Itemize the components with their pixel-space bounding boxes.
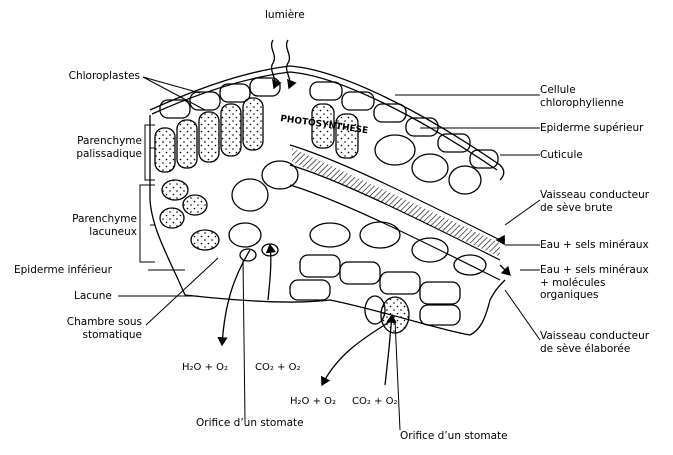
gas-label-h2o-right: H₂O + O₂ xyxy=(290,396,336,407)
cuticle-line xyxy=(149,65,505,181)
label-eau-sels: Eau + sels minéraux xyxy=(540,239,649,251)
label-orifice-stomate-2: Orifice d’un stomate xyxy=(400,430,508,442)
label-vaisseau-seve-brute: Vaisseau conducteur de sève brute xyxy=(540,189,649,214)
label-parenchyme-palissadique: Parenchyme palissadique xyxy=(20,135,142,160)
palisade-cells xyxy=(154,97,359,173)
label-parenchyme-lacuneux: Parenchyme lacuneux xyxy=(20,213,137,238)
upper-epidermis-cells xyxy=(159,77,499,169)
spongy-cells xyxy=(159,134,487,276)
label-text: de sève élaborée xyxy=(540,342,631,355)
gas-label-h2o-left: H₂O + O₂ xyxy=(182,362,228,373)
label-epiderme-inferieur: Epiderme inférieur xyxy=(14,264,112,276)
label-text: Cellule xyxy=(540,84,576,96)
label-text: stomatique xyxy=(82,328,143,341)
label-text: palissadique xyxy=(76,147,142,160)
label-text: + molécules xyxy=(540,276,606,289)
label-text: Eau + sels minéraux xyxy=(540,264,649,276)
label-text: Vaisseau conducteur xyxy=(540,330,650,342)
label-chloroplastes: Chloroplastes xyxy=(68,70,140,82)
vascular-bundle xyxy=(289,144,501,281)
label-text: chlorophylienne xyxy=(540,96,624,109)
label-cellule-chlorophylienne: Cellule chlorophylienne xyxy=(540,84,624,109)
gas-label-co2-left: CO₂ + O₂ xyxy=(255,362,300,373)
label-lacune: Lacune xyxy=(74,290,112,302)
brackets xyxy=(139,124,155,263)
label-epiderme-superieur: Epiderme supérieur xyxy=(540,122,644,134)
label-text: de sève brute xyxy=(540,201,613,214)
label-chambre-sous-stomatique: Chambre sous stomatique xyxy=(20,316,142,341)
light-arrows xyxy=(270,39,297,90)
label-text: organiques xyxy=(540,289,599,301)
label-text: Parenchyme xyxy=(72,213,137,225)
label-vaisseau-seve-elaboree: Vaisseau conducteur de sève élaborée xyxy=(540,330,649,355)
lower-epidermis-cells xyxy=(289,254,461,326)
label-text: Parenchyme xyxy=(77,135,142,147)
label-orifice-stomate-1: Orifice d’un stomate xyxy=(196,417,304,429)
label-cuticule: Cuticule xyxy=(540,149,583,161)
label-text: Vaisseau conducteur xyxy=(540,189,650,201)
gas-label-co2-right: CO₂ + O₂ xyxy=(352,396,397,407)
label-text: lacuneux xyxy=(89,225,137,238)
gas-arrows xyxy=(217,234,511,387)
label-lumiere: lumière xyxy=(265,9,305,21)
stomata xyxy=(239,243,410,334)
label-eau-sels-molecules: Eau + sels minéraux + molécules organiqu… xyxy=(540,264,649,302)
leader-lines xyxy=(118,76,541,431)
label-text: Chambre sous xyxy=(66,316,142,328)
